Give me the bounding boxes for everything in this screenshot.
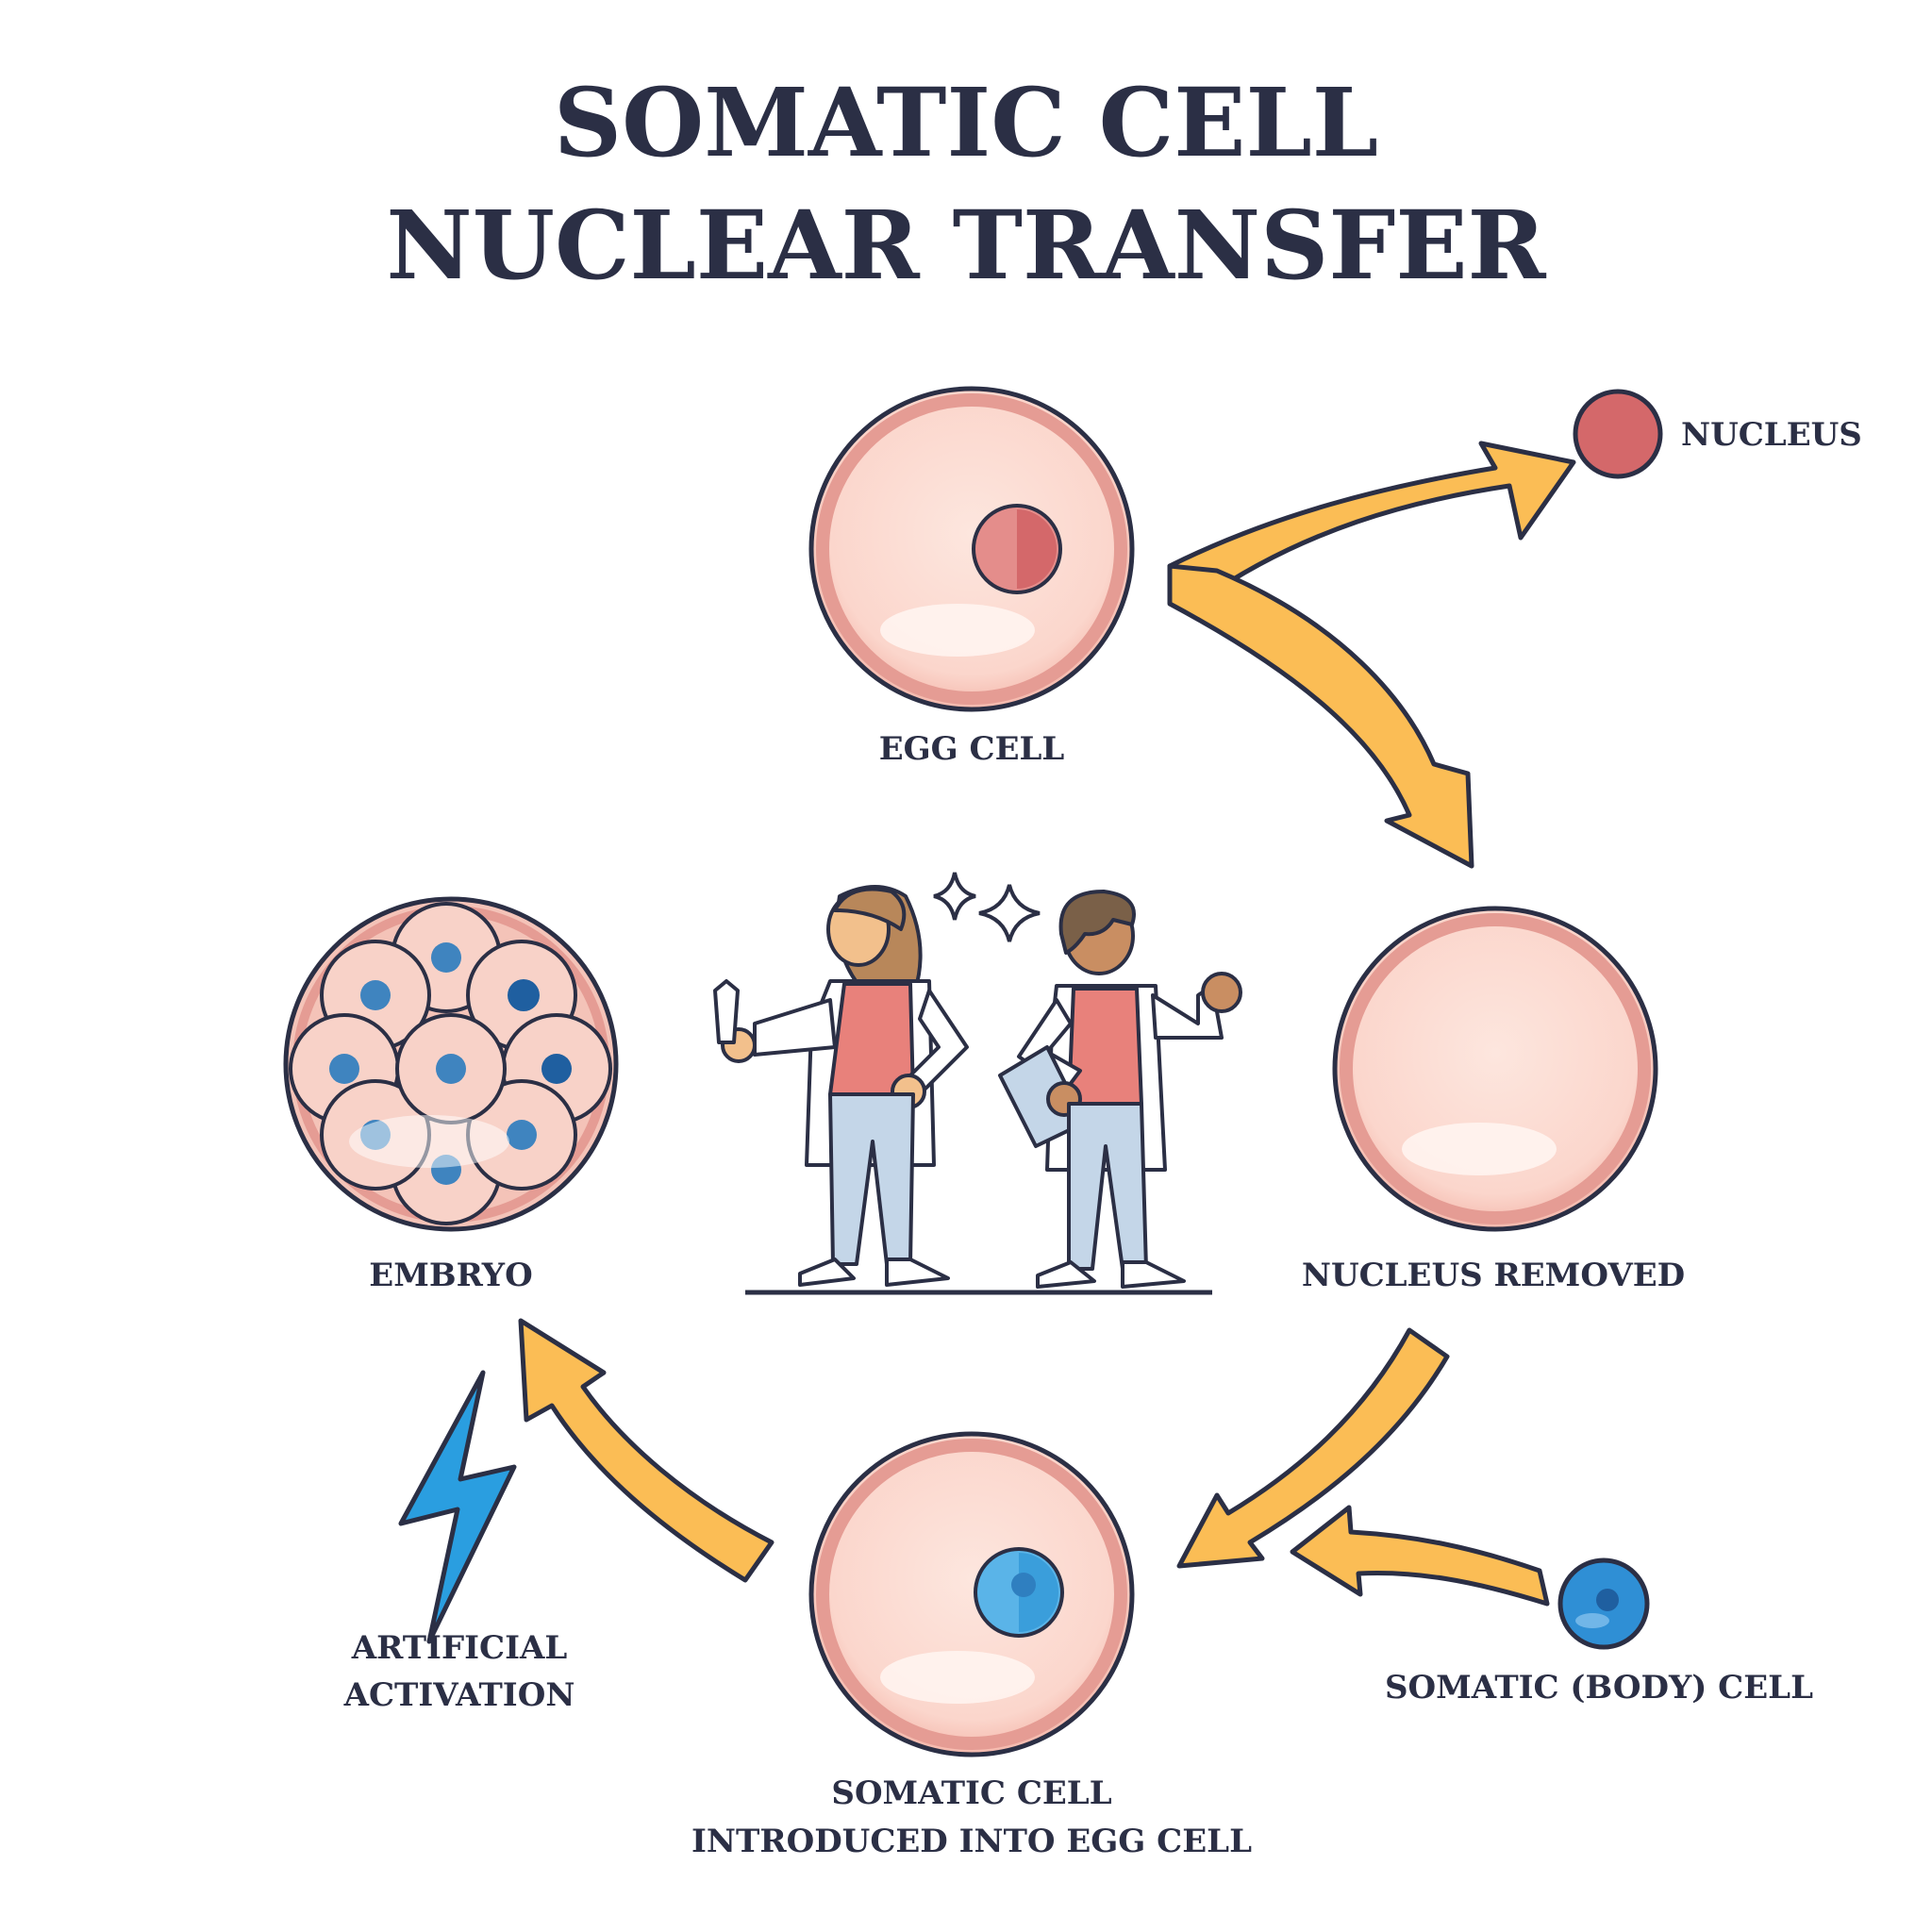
arrow-to-embryo	[518, 1318, 774, 1583]
reconstructed-egg-cell	[808, 1431, 1135, 1757]
arrow-to-introduced	[1176, 1327, 1450, 1569]
removed-nucleus	[1573, 389, 1663, 479]
scientist-woman-icon	[713, 885, 969, 1287]
title-line-1: SOMATIC CELL	[554, 67, 1378, 178]
scientist-man-icon	[998, 890, 1242, 1289]
label-embryo: EMBRYO	[369, 1257, 532, 1294]
label-introduced-line-2: INTRODUCED INTO EGG CELL	[691, 1823, 1252, 1860]
somatic-body-cell	[1557, 1557, 1650, 1650]
lightning-icon	[398, 1370, 517, 1644]
label-nucleus: NUCLEUS	[1681, 416, 1862, 454]
label-introduced-line-1: SOMATIC CELL	[831, 1774, 1111, 1812]
sparkle-icon	[933, 872, 976, 921]
embryo	[283, 896, 619, 1232]
arrow-to-nucleus-removed	[1167, 563, 1474, 869]
label-somatic-body-cell: SOMATIC (BODY) CELL	[1385, 1669, 1813, 1707]
arrow-to-nucleus	[1167, 441, 1576, 607]
sparkle-icon	[978, 884, 1041, 942]
enucleated-egg-cell	[1332, 906, 1658, 1232]
arrow-from-body-cell	[1290, 1505, 1550, 1607]
label-nucleus-removed: NUCLEUS REMOVED	[1302, 1257, 1685, 1294]
title-line-2: NUCLEAR TRANSFER	[386, 190, 1546, 301]
label-egg-cell: EGG CELL	[879, 730, 1065, 768]
label-artificial-line-1: ARTIFICIAL	[351, 1629, 568, 1667]
egg-cell	[808, 386, 1135, 712]
label-artificial-line-2: ACTIVATION	[343, 1676, 575, 1714]
